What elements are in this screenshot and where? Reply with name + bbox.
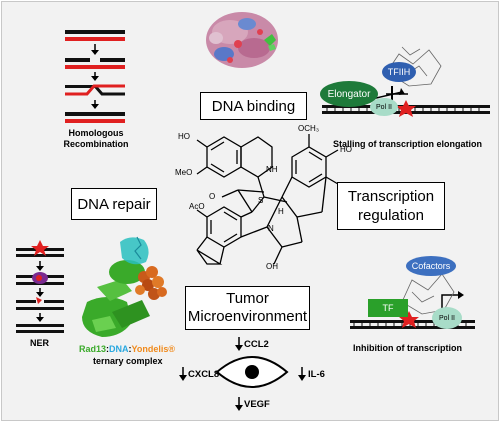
inhibition-caption: Inhibition of transcription [353,343,462,353]
atom-aco: AcO [189,202,205,211]
vegf-label: VEGF [244,399,270,410]
atom-meo-left: MeO [175,168,193,177]
dna-repair-box: DNA repair [71,188,157,220]
homologous-recombination-caption: Homologous Recombination [58,128,134,150]
tfiih-pill: TFIIH [382,62,416,82]
atom-nh: NH [266,165,278,174]
tfiih-label: TFIIH [387,67,411,77]
atom-o: O [209,192,216,201]
atom-och3: OCH₃ [298,124,320,133]
elongator-label: Elongator [327,88,371,100]
transcription-regulation-line1: Transcription [347,188,435,205]
tumor-microenvironment-box: Tumor Microenvironment [185,286,310,330]
colon-2: : [128,344,132,354]
pol2-bottom-pill: Pol II [432,307,462,329]
transcription-regulation-line2: regulation [358,207,424,224]
transcription-regulation-box: Transcription regulation [337,182,445,230]
trabectedin-structure [196,134,339,265]
dna-binding-label: DNA binding [211,97,296,115]
atom-n: N [268,224,274,233]
rad13-text: Rad13 [79,344,107,354]
tf-box: TF [368,299,408,317]
ternary-complex-caption: ternary complex [93,356,163,366]
dna-text: DNA [109,344,129,354]
tumor-eye-symbol [215,356,289,388]
colon-1: : [106,344,110,354]
pol2-top-label: Pol II [376,103,392,111]
pol2-top-pill: Pol II [370,98,398,116]
il6-label: IL-6 [308,369,325,380]
rad13-ternary-complex-image [82,236,167,337]
dna-binding-protein-image [206,12,278,68]
ner-caption: NER [30,338,50,348]
tf-label: TF [382,303,394,313]
cytokine-arrows [179,337,306,411]
homologous-line2: Recombination [63,139,129,149]
cxcl8-label: CXCL8 [188,369,220,380]
dna-repair-label: DNA repair [77,195,151,213]
inhibition-transcription-schematic [350,273,475,329]
ner-schematic [16,240,64,333]
pol2-bottom-label: Pol II [439,314,455,322]
yondelis-text: Yondelis® [131,344,175,354]
cofactors-pill: Cofactors [406,256,456,276]
stalling-caption: Stalling of transcription elongation [333,139,483,149]
atom-ho-top: HO [178,132,190,141]
tumor-line1: Tumor [226,290,269,307]
atom-ho-right: HO [340,145,352,154]
atom-h: H [278,207,284,216]
ccl2-label: CCL2 [244,339,269,350]
dna-binding-box: DNA binding [200,92,307,120]
elongator-pill: Elongator [320,81,378,107]
homologous-line1: Homologous [68,128,124,138]
cofactors-label: Cofactors [411,261,451,271]
rad13-caption: Rad13:DNA:Yondelis® [79,344,175,354]
tumor-line2: Microenvironment [187,308,308,325]
atom-s: S [258,196,264,205]
homologous-recombination-schematic [65,30,125,123]
atom-oh: OH [266,262,278,271]
